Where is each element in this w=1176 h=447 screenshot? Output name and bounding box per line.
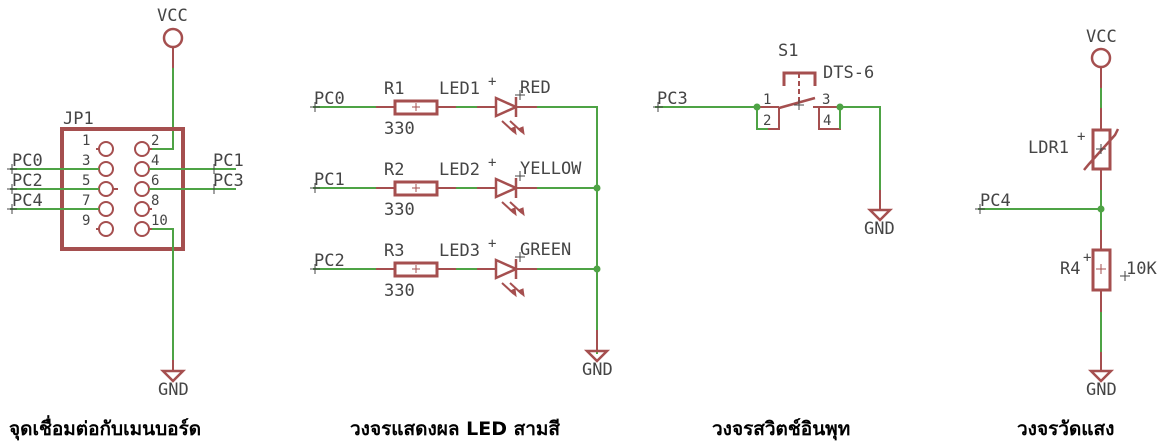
polarity-mark: + xyxy=(488,236,496,252)
switch-name: S1 xyxy=(778,41,798,61)
gnd-label: GND xyxy=(864,219,895,239)
resistor-name: R4 xyxy=(1060,259,1080,279)
led-name: LED3 xyxy=(439,241,480,261)
pin-number: 4 xyxy=(823,113,831,129)
led-symbol xyxy=(494,96,520,118)
caption-connector: จุดเชื่อมต่อกับเมนบอร์ด xyxy=(9,418,202,440)
net-label: PC2 xyxy=(314,251,345,271)
led-color: RED xyxy=(520,78,551,98)
wire xyxy=(152,68,174,150)
resistor-name: R1 xyxy=(384,79,404,99)
pin-number: 3 xyxy=(82,153,90,169)
gnd-symbol xyxy=(1087,369,1115,383)
net-label: PC0 xyxy=(12,151,43,171)
ldr-section: VCC LDR1 + PC4 R4 + 10K G xyxy=(975,27,1157,400)
resistor-name: R3 xyxy=(384,241,404,261)
vcc-symbol xyxy=(1090,47,1112,69)
pin-number: 10 xyxy=(151,213,168,229)
led-row: PC0 R1 330 LED1 + RED xyxy=(310,74,598,188)
resistor-value: 10K xyxy=(1126,259,1157,279)
pin-number: 9 xyxy=(82,213,90,229)
pin-number: 8 xyxy=(151,193,159,209)
led-symbol xyxy=(494,177,520,199)
net-label: PC4 xyxy=(980,191,1011,211)
pin-number: 4 xyxy=(151,153,159,169)
connector-section: VCC JP1 1 2 3 4 5 6 xyxy=(7,6,244,400)
gnd-symbol xyxy=(583,349,611,363)
caption-led: วงจรแสดงผล LED สามสี xyxy=(350,418,560,440)
led-symbol xyxy=(494,258,520,280)
led-color: GREEN xyxy=(520,240,571,260)
polarity-mark: + xyxy=(1077,129,1085,145)
switch-actuator xyxy=(782,71,817,86)
pin-number: 7 xyxy=(82,193,90,209)
resistor-value: 330 xyxy=(384,200,415,220)
led-row: PC2 R3 330 LED3 + GREEN xyxy=(310,236,601,354)
led-color: YELLOW xyxy=(520,159,582,179)
vcc-label: VCC xyxy=(157,6,188,26)
vcc-symbol xyxy=(162,27,184,49)
pin-number: 1 xyxy=(763,92,771,108)
caption-ldr: วงจรวัดแสง xyxy=(1017,418,1115,440)
pin-number: 5 xyxy=(82,173,90,189)
connector-name: JP1 xyxy=(63,109,94,129)
pin-number: 2 xyxy=(151,133,159,149)
led-row: PC1 R2 330 LED2 + YELLOW xyxy=(310,155,601,269)
caption-switch: วงจรสวิตช์อินพุท xyxy=(712,418,851,440)
polarity-mark: + xyxy=(1083,250,1091,266)
resistor-value: 330 xyxy=(384,119,415,139)
resistor-name: R2 xyxy=(384,160,404,180)
net-label: PC3 xyxy=(657,89,688,109)
gnd-label: GND xyxy=(582,360,613,380)
gnd-symbol xyxy=(159,369,187,383)
net-label: PC3 xyxy=(213,171,244,191)
led-name: LED1 xyxy=(439,79,480,99)
net-label: PC0 xyxy=(314,89,345,109)
gnd-symbol xyxy=(866,208,894,222)
pin-number: 3 xyxy=(822,92,830,108)
led-name: LED2 xyxy=(439,160,480,180)
gnd-label: GND xyxy=(158,380,189,400)
polarity-mark: + xyxy=(488,155,496,171)
ldr-name: LDR1 xyxy=(1028,138,1069,158)
pin-number: 1 xyxy=(82,133,90,149)
gnd-label: GND xyxy=(1086,380,1117,400)
pin-number: 2 xyxy=(763,113,771,129)
net-label: PC2 xyxy=(12,171,43,191)
switch-part: DTS-6 xyxy=(823,63,874,83)
net-label: PC1 xyxy=(314,170,345,190)
net-label: PC4 xyxy=(12,191,43,211)
resistor-value: 330 xyxy=(384,281,415,301)
pin-number: 6 xyxy=(151,173,159,189)
switch-lever xyxy=(778,96,816,110)
switch-section: PC3 1 2 3 4 S1 DTS-6 GND xyxy=(653,41,895,239)
polarity-mark: + xyxy=(488,74,496,90)
net-label: PC1 xyxy=(213,151,244,171)
vcc-label: VCC xyxy=(1086,27,1117,47)
